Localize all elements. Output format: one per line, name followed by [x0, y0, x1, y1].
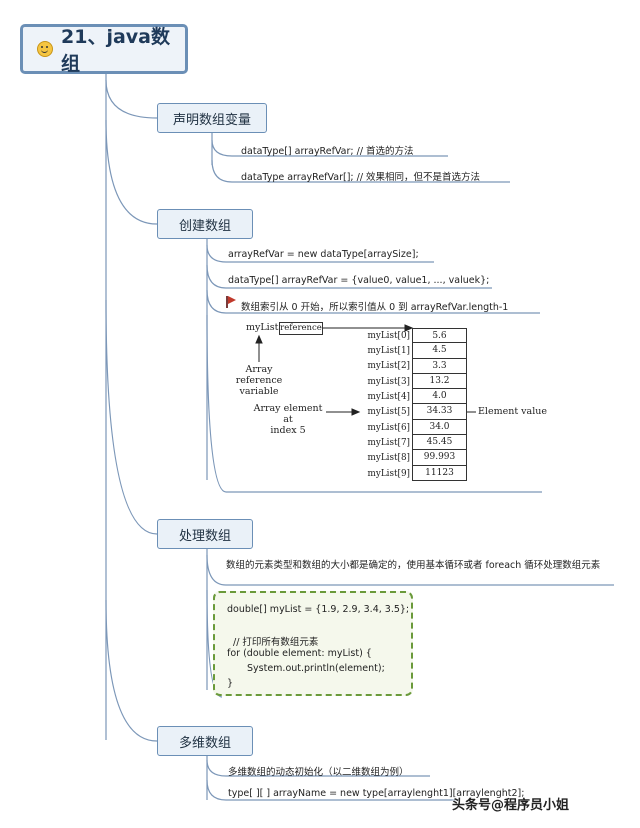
branch-label: 处理数组: [178, 528, 231, 544]
code-line: System.out.println(element);: [247, 663, 385, 674]
array-index: myList[1]: [367, 346, 410, 356]
connector-b2: [105, 119, 158, 225]
array-cell: 11123: [412, 465, 467, 481]
array-cell: 13.2: [412, 373, 467, 390]
leaf-process-note: 数组的元素类型和数组的大小都是确定的，使用基本循环或者 foreach 循环处理…: [226, 560, 601, 571]
array-cell: 3.3: [412, 358, 467, 374]
connector-b4: [105, 599, 158, 742]
reference-box: reference: [279, 322, 323, 335]
code-block: double[] myList = {1.9, 2.9, 3.4, 3.5}; …: [213, 591, 413, 696]
array-cells: 5.6 4.5 3.3 13.2 4.0 34.33 34.0 45.45 99…: [412, 328, 467, 481]
branch-label: 多维数组: [178, 735, 231, 751]
array-cell: 4.5: [412, 343, 467, 359]
array-cell: 99.993: [412, 450, 467, 466]
array-cell: 45.45: [412, 435, 467, 451]
array-index: myList[3]: [367, 377, 410, 387]
leaf-declare-alt: dataType arrayRefVar[]; // 效果相同，但不是首选方法: [241, 172, 481, 183]
array-cell: 5.6: [412, 328, 467, 344]
watermark: 头条号@程序员小姐: [452, 798, 570, 813]
array-index: myList[4]: [367, 392, 410, 402]
root-title: 21、java数组: [61, 26, 170, 75]
array-index: myList[2]: [367, 361, 410, 371]
leaf-declare-preferred: dataType[] arrayRefVar; // 首选的方法: [241, 146, 414, 157]
array-index: myList[7]: [367, 438, 410, 448]
branch-create-array[interactable]: 创建数组: [157, 209, 253, 239]
array-index: myList[8]: [367, 453, 410, 463]
code-line: double[] myList = {1.9, 2.9, 3.4, 3.5};: [227, 604, 410, 615]
code-line: }: [227, 678, 234, 689]
branch-label: 声明数组变量: [172, 112, 251, 128]
branch-multidim-array[interactable]: 多维数组: [157, 726, 253, 756]
smiley-icon: [37, 41, 53, 57]
branch-label: 创建数组: [178, 218, 231, 234]
leaf-multidim-init: 多维数组的动态初始化（以二维数组为例）: [228, 767, 409, 778]
leaf-multidim-syntax: type[ ][ ] arrayName = new type[arraylen…: [228, 788, 525, 799]
array-index: myList[6]: [367, 423, 410, 433]
branch-declare-array[interactable]: 声明数组变量: [157, 103, 267, 133]
leaf-create-index-note: 数组索引从 0 开始，所以索引值从 0 到 arrayRefVar.length…: [241, 302, 509, 313]
leaf-create-literal: dataType[] arrayRefVar = {value0, value1…: [228, 275, 490, 286]
array-index: myList[5]: [367, 407, 410, 417]
branch-process-array[interactable]: 处理数组: [157, 519, 253, 549]
connector-b3: [105, 299, 158, 535]
connector-b1: [105, 79, 158, 119]
array-cell: 34.33: [412, 404, 467, 420]
code-line: for (double element: myList) {: [227, 648, 372, 659]
array-cell: 4.0: [412, 389, 467, 405]
code-line: // 打印所有数组元素: [233, 637, 319, 648]
leaf-create-new: arrayRefVar = new dataType[arraySize];: [228, 249, 419, 260]
array-index: myList[0]: [367, 331, 410, 341]
value-caption: Element value: [478, 406, 547, 417]
root-node[interactable]: 21、java数组: [20, 24, 188, 75]
array-index: myList[9]: [367, 469, 410, 479]
flag-icon: [226, 296, 236, 308]
array-cell: 34.0: [412, 419, 467, 436]
array-variable-label: myList: [246, 322, 279, 333]
